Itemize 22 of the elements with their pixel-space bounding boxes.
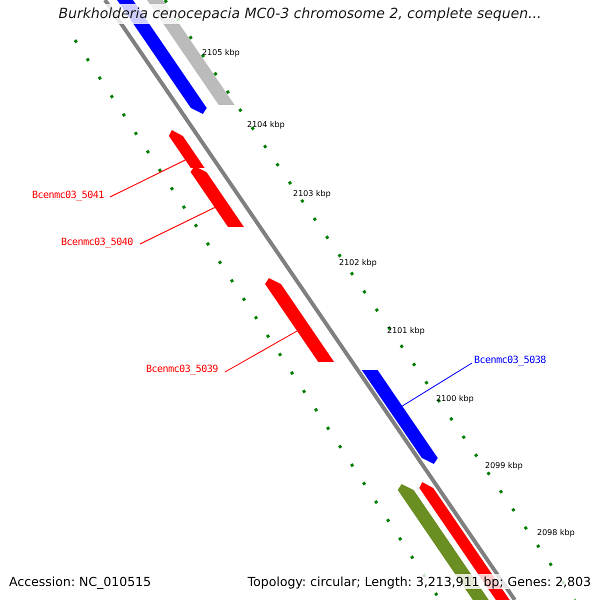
scale-label: 2104 kbp <box>247 120 285 129</box>
leader-line <box>224 330 298 372</box>
scale-label: 2102 kbp <box>339 258 377 267</box>
gene-label: Bcenmc03_5038 <box>474 355 546 366</box>
leader-line <box>140 207 216 244</box>
gene-arrow <box>362 370 438 464</box>
gene-arrow <box>190 166 244 227</box>
map-info-text: Accession: NC_010515 <box>9 574 152 589</box>
gene-arrow <box>265 278 334 362</box>
gene-label: Bcenmc03_5039 <box>146 364 218 375</box>
gene-label: Bcenmc03_5040 <box>61 237 133 248</box>
scale-label: 2103 kbp <box>293 189 331 198</box>
gene-arrow <box>168 130 205 168</box>
gene-label: Bcenmc03_5041 <box>32 190 104 201</box>
leader-line <box>402 362 472 406</box>
scale-label: 2101 kbp <box>387 326 425 335</box>
scale-label: 2105 kbp <box>202 48 240 57</box>
scale-label: 2100 kbp <box>436 394 474 403</box>
scale-label: 2099 kbp <box>485 461 523 470</box>
leader-line <box>110 160 186 198</box>
map-info-text: Topology: circular; Length: 3,213,911 bp; Genes: 2,803 <box>248 574 591 589</box>
scale-label: 2098 kbp <box>537 528 575 537</box>
